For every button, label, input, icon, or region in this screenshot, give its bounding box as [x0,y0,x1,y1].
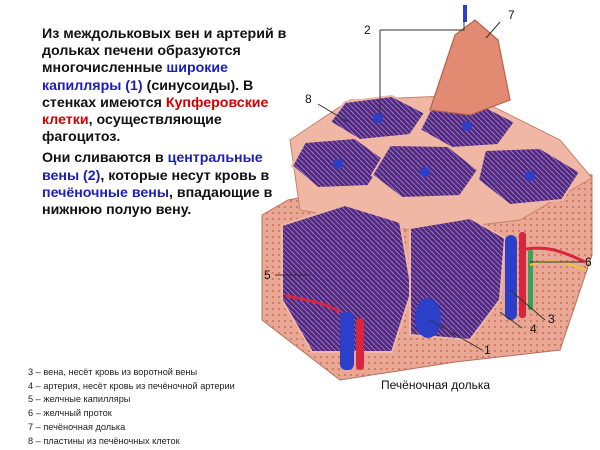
vessels [284,232,586,370]
legend: 3 – вена, несёт кровь из воротной вены 4… [28,366,235,448]
paragraph1-part3: , осуществляющие фагоцитоз. [42,112,222,146]
label-8: 8 [305,92,312,106]
label-3: 3 [548,312,555,326]
legend-item: 6 – желчный проток [28,408,112,419]
central-vein-section [415,298,441,338]
artery-vessel-left [356,318,364,370]
label-6: 6 [585,255,592,269]
legend-item: 8 – пластины из печёночных клеток [28,435,180,446]
central-veins-term: центральные вены (2) [42,150,263,184]
legend-item: 3 – вена, несёт кровь из воротной вены [28,367,198,377]
sectioned-lobule [281,203,414,353]
paragraph2-part1: Они сливаются в [42,150,168,167]
label-4: 4 [530,322,537,336]
description-text: Из междольковых вен и артерий в дольках … [42,26,292,219]
label-2: 2 [364,23,371,37]
diagram-caption: Печёночная долька [381,378,491,392]
central-vein-dots [333,113,535,181]
artery-branch [519,246,586,264]
label-7: 7 [508,8,515,22]
wide-capillaries-term: широкие капилляры (1) [42,60,229,94]
paragraph-capillaries: Из междольковых вен и артерий в дольках … [42,26,292,146]
paragraph1-part1: Из междольковых вен и артерий в дольках … [42,26,287,77]
paragraph-central-veins: Они сливаются в центральные вены (2), ко… [42,150,292,219]
artery-vessel-right [519,232,526,318]
legend-item: 5 – желчные капилляры [28,394,131,405]
vein-vessel-left [340,312,354,370]
vein-vessel-right [505,235,517,320]
label-5: 5 [264,268,271,282]
paragraph2-part3: , впадающие в нижнюю полую вену. [42,184,273,219]
legend-item: 4 – артерия, несёт кровь из печёночной а… [28,380,235,391]
leader-lines [275,20,583,351]
paragraph2-part2: , которые несут кровь в [100,167,270,184]
artery-branch-left [284,293,341,314]
bile-duct [528,250,533,310]
kupffer-cells-term: Купферовские клетки [42,94,269,129]
legend-item: 7 – печёночная долька [28,421,126,432]
label-1: 1 [484,343,491,357]
hepatic-veins-term: печёночные вены [42,184,169,201]
paragraph1-part2: (синусоиды). В стенках имеются [42,77,254,111]
lobule-cone [429,19,511,116]
